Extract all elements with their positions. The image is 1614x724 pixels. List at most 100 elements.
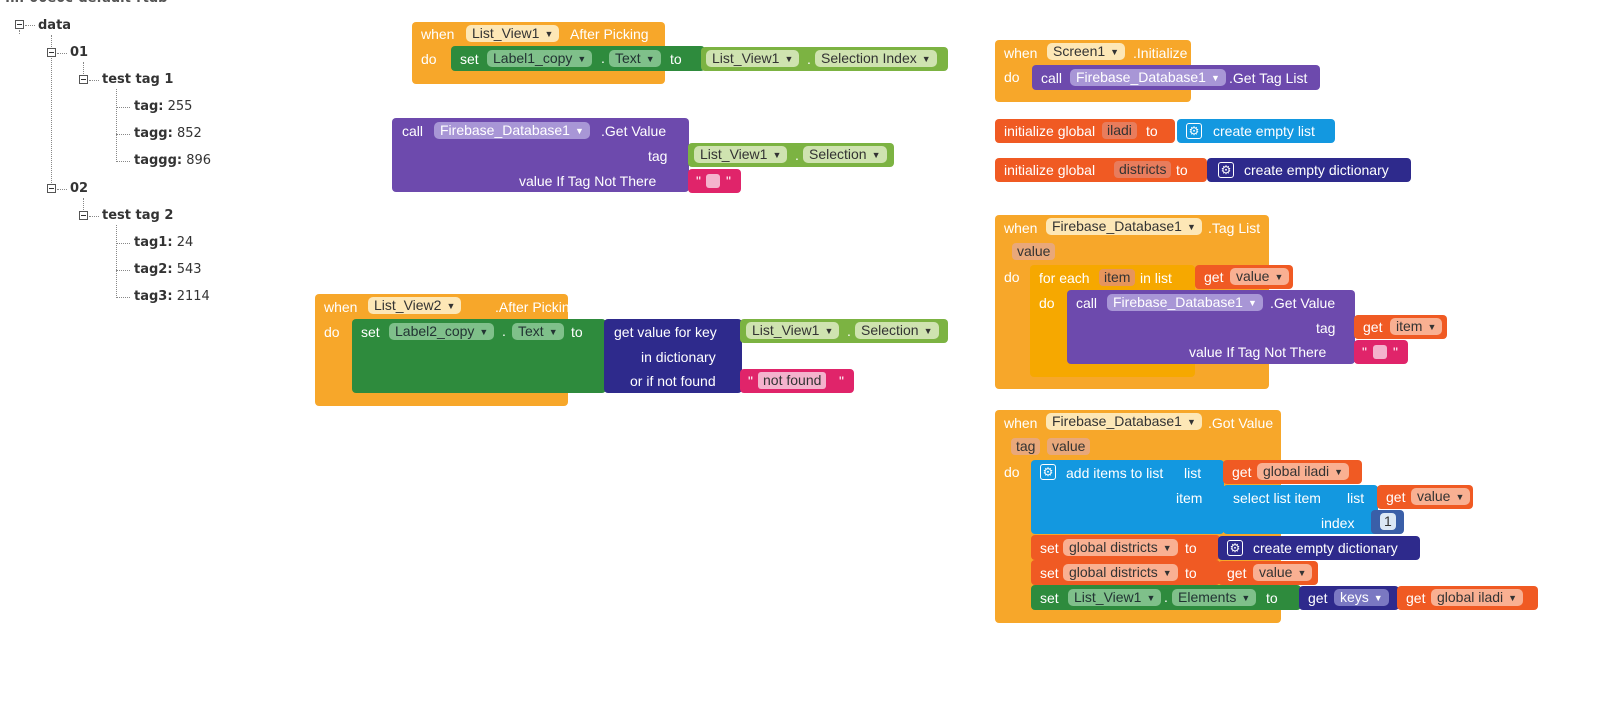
firebase-tree: fin-00e0c-default-rtdb data 01 test tag …	[0, 0, 330, 330]
tree-node-02[interactable]: 02	[70, 181, 89, 196]
quote-open: "	[748, 373, 753, 389]
component-dropdown[interactable]: Firebase_Database1▼	[1046, 413, 1202, 430]
create-empty-list-block[interactable]: ⚙ create empty list	[1177, 119, 1335, 143]
collapse-toggle-icon[interactable]	[47, 184, 56, 193]
property-dropdown[interactable]: Selection Index▼	[815, 50, 937, 67]
call-firebase-get-value-block[interactable]: call Firebase_Database1▼ .Get Value tag …	[392, 118, 689, 192]
variable-dropdown[interactable]: global districts▼	[1063, 564, 1178, 581]
number-field[interactable]: 1	[1380, 513, 1396, 530]
create-empty-dictionary-block[interactable]: ⚙ create empty dictionary	[1207, 158, 1411, 182]
select-list-item-block[interactable]: select list item list index	[1223, 485, 1378, 534]
get-global-iladi-block[interactable]: get global iladi▼	[1223, 460, 1362, 484]
init-global-iladi-block[interactable]: initialize global iladi to	[995, 119, 1175, 143]
set-global-districts-block[interactable]: set global districts▼ to	[1031, 535, 1220, 560]
add-items-to-list-block[interactable]: ⚙ add items to list list item	[1031, 460, 1224, 534]
property-dropdown[interactable]: Selection▼	[855, 322, 939, 339]
variable-dropdown[interactable]: value▼	[1411, 488, 1471, 505]
variable-dropdown[interactable]: global iladi▼	[1431, 589, 1524, 606]
create-empty-dictionary-block[interactable]: ⚙ create empty dictionary	[1218, 536, 1420, 560]
call-get-tag-list-block[interactable]: call Firebase_Database1▼ .Get Tag List	[1032, 65, 1320, 90]
listview1-selection-getter[interactable]: List_View1▼ . Selection▼	[688, 143, 894, 167]
tree-node-test-tag-2[interactable]: test tag 2	[102, 208, 174, 223]
text-field[interactable]: not found	[758, 372, 827, 389]
call-firebase-get-value-block[interactable]: call Firebase_Database1▼ .Get Value tag …	[1067, 290, 1355, 364]
target-dropdown[interactable]: Label2_copy▼	[389, 323, 495, 340]
variable-dropdown[interactable]: global iladi▼	[1257, 463, 1350, 480]
variable-name-field[interactable]: iladi	[1102, 122, 1137, 139]
text-field[interactable]	[706, 174, 720, 188]
event-parameter[interactable]: tag	[1011, 438, 1041, 455]
tree-node-01[interactable]: 01	[70, 45, 89, 60]
component-dropdown[interactable]: List_View1▼	[694, 146, 788, 163]
get-keys-block[interactable]: get keys▼	[1299, 586, 1399, 610]
component-dropdown[interactable]: List_View1▼	[1068, 589, 1162, 606]
tree-leaf[interactable]: tag3: 2114	[134, 289, 210, 304]
index-label: index	[1321, 515, 1355, 531]
component-dropdown[interactable]: Firebase_Database1▼	[434, 122, 590, 139]
gear-icon[interactable]: ⚙	[1186, 123, 1202, 139]
tree-leaf[interactable]: tag: 255	[134, 99, 193, 114]
get-value-for-key-block[interactable]: get value for key in dictionary or if no…	[604, 319, 742, 393]
component-dropdown[interactable]: List_View1▼	[706, 50, 800, 67]
quote-close: "	[726, 173, 731, 189]
property-dropdown[interactable]: Selection▼	[803, 146, 887, 163]
do-label: do	[421, 51, 437, 67]
list-label: list	[1347, 490, 1365, 506]
create-empty-dictionary-label: create empty dictionary	[1244, 162, 1389, 178]
set-label1-text-block[interactable]: set Label1_copy▼ . Text▼ to	[451, 46, 705, 71]
tree-leaf[interactable]: tagg: 852	[134, 126, 202, 141]
dot-label: .	[847, 323, 851, 339]
keys-dropdown[interactable]: keys▼	[1334, 589, 1389, 606]
component-dropdown[interactable]: Firebase_Database1▼	[1046, 218, 1202, 235]
component-dropdown[interactable]: Screen1▼	[1047, 43, 1126, 60]
get-global-iladi-block[interactable]: get global iladi▼	[1397, 586, 1538, 610]
component-dropdown[interactable]: List_View1▼	[466, 25, 560, 42]
get-value-block[interactable]: get value▼	[1377, 485, 1473, 509]
gear-icon[interactable]: ⚙	[1227, 540, 1243, 556]
property-dropdown[interactable]: Text▼	[512, 323, 564, 340]
get-item-block[interactable]: get item▼	[1354, 315, 1447, 339]
component-dropdown[interactable]: Firebase_Database1▼	[1070, 69, 1226, 86]
call-label: call	[402, 123, 424, 139]
number-block[interactable]: 1	[1371, 510, 1404, 534]
method-label: .Get Value	[1270, 295, 1336, 311]
property-dropdown[interactable]: Text▼	[609, 50, 661, 67]
tree-node-data[interactable]: data	[38, 18, 72, 33]
empty-text-block[interactable]: " "	[1354, 340, 1408, 364]
gear-icon[interactable]: ⚙	[1040, 464, 1056, 480]
property-dropdown[interactable]: Elements▼	[1172, 589, 1257, 606]
tree-leaf[interactable]: taggg: 896	[134, 153, 212, 168]
variable-name-field[interactable]: districts	[1114, 161, 1172, 178]
event-parameter[interactable]: value	[1047, 438, 1091, 455]
variable-dropdown[interactable]: value▼	[1230, 268, 1290, 285]
target-dropdown[interactable]: Label1_copy▼	[487, 50, 593, 67]
loop-variable-field[interactable]: item	[1099, 269, 1136, 286]
gear-icon[interactable]: ⚙	[1218, 162, 1234, 178]
tree-node-test-tag-1[interactable]: test tag 1	[102, 72, 174, 87]
empty-text-block[interactable]: " "	[688, 169, 741, 193]
collapse-toggle-icon[interactable]	[79, 75, 88, 84]
set-listview1-elements-block[interactable]: set List_View1▼ . Elements▼ to	[1031, 585, 1301, 610]
get-value-block[interactable]: get value▼	[1218, 561, 1318, 585]
collapse-toggle-icon[interactable]	[79, 211, 88, 220]
init-global-districts-block[interactable]: initialize global districts to	[995, 158, 1207, 182]
listview1-selection-index-getter[interactable]: List_View1▼ . Selection Index▼	[701, 47, 948, 71]
event-parameter[interactable]: value	[1012, 243, 1056, 260]
quote-open: "	[1362, 344, 1367, 360]
tree-leaf[interactable]: tag2: 543	[134, 262, 202, 277]
component-dropdown[interactable]: Firebase_Database1▼	[1107, 294, 1263, 311]
collapse-toggle-icon[interactable]	[47, 48, 56, 57]
text-field[interactable]	[1373, 345, 1387, 359]
collapse-toggle-icon[interactable]	[15, 20, 24, 29]
variable-dropdown[interactable]: item▼	[1390, 318, 1443, 335]
set-global-districts-block[interactable]: set global districts▼ to	[1031, 560, 1220, 585]
listview1-selection-getter[interactable]: List_View1▼ . Selection▼	[740, 319, 948, 343]
variable-dropdown[interactable]: value▼	[1253, 564, 1313, 581]
get-value-block[interactable]: get value▼	[1195, 265, 1293, 289]
variable-dropdown[interactable]: global districts▼	[1063, 539, 1178, 556]
set-label2-text-block[interactable]: set Label2_copy▼ . Text▼ to	[352, 319, 606, 393]
component-dropdown[interactable]: List_View2▼	[368, 297, 462, 314]
tree-leaf[interactable]: tag1: 24	[134, 235, 194, 250]
component-dropdown[interactable]: List_View1▼	[746, 322, 840, 339]
not-found-text-block[interactable]: " not found "	[740, 369, 854, 393]
